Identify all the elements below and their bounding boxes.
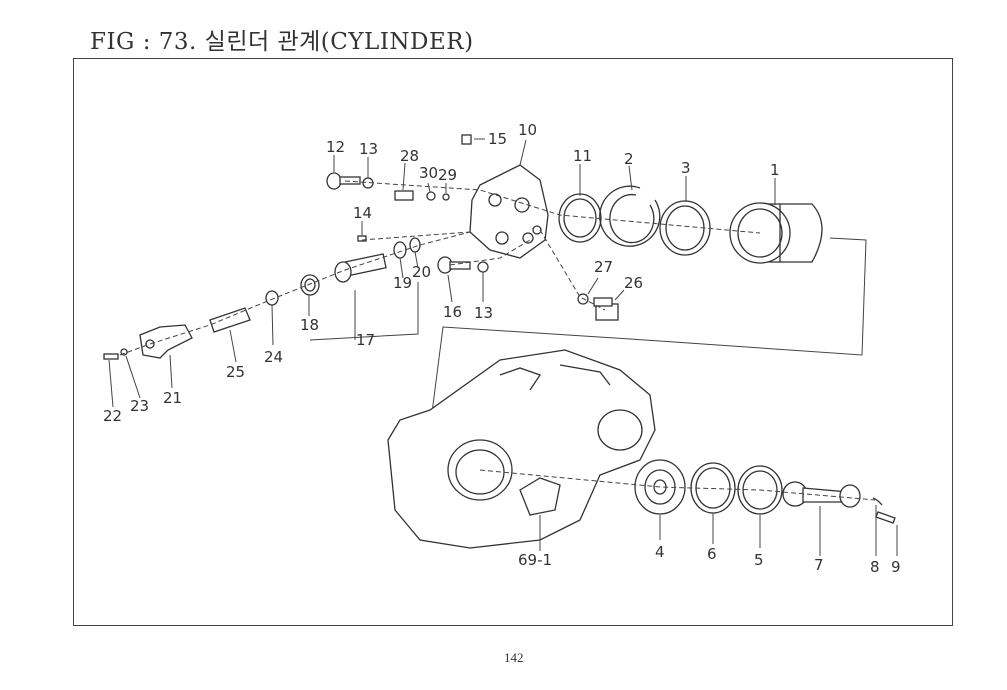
part-16-bolt <box>437 256 471 274</box>
callout-6: 6 <box>707 545 717 563</box>
callout-9: 9 <box>891 558 901 576</box>
part-27-o-ring <box>577 293 589 305</box>
callout-16: 16 <box>443 303 462 321</box>
callout-5: 5 <box>754 551 764 569</box>
page-title: FIG : 73. 실린더 관계(CYLINDER) <box>90 29 474 55</box>
part-11-ring <box>558 193 602 243</box>
callout-20: 20 <box>412 263 431 281</box>
callout-27: 27 <box>594 258 613 276</box>
part-10-cover-plate <box>469 164 549 259</box>
part-69-1-body <box>387 349 656 549</box>
callout-21: 21 <box>163 389 182 407</box>
part-26-plug <box>593 297 619 321</box>
diagram-frame <box>73 58 953 626</box>
callout-8: 8 <box>870 558 880 576</box>
callout-24: 24 <box>264 348 283 366</box>
callout-28: 28 <box>400 147 419 165</box>
callout-11: 11 <box>573 147 592 165</box>
callout-22: 22 <box>103 407 122 425</box>
callout-15: 15 <box>488 130 507 148</box>
callout-13-upper: 13 <box>359 140 378 158</box>
part-20-ring <box>409 237 421 253</box>
callout-18: 18 <box>300 316 319 334</box>
callout-69-1: 69-1 <box>518 551 552 569</box>
connector-line <box>427 237 867 445</box>
callout-14: 14 <box>353 204 372 222</box>
callout-23: 23 <box>130 397 149 415</box>
part-30-washer <box>426 191 436 201</box>
callout-12: 12 <box>326 138 345 156</box>
part-7-piston-rod <box>782 481 861 508</box>
callout-29: 29 <box>438 166 457 184</box>
callout-3: 3 <box>681 159 691 177</box>
callout-4: 4 <box>655 543 665 561</box>
part-23-washer <box>120 348 128 356</box>
part-29-o-ring <box>442 193 450 201</box>
callout-26: 26 <box>624 274 643 292</box>
part-13-washer <box>477 261 489 273</box>
callout-1: 1 <box>770 161 780 179</box>
part-19-ring <box>393 241 407 259</box>
part-1-cylinder <box>729 202 823 264</box>
part-28-fitting <box>394 190 414 201</box>
callout-7: 7 <box>814 556 824 574</box>
part-17-valve <box>334 253 387 283</box>
part-15-nut <box>461 134 472 145</box>
page-number: 142 <box>504 650 524 665</box>
callout-10: 10 <box>518 121 537 139</box>
part-21-fitting <box>139 324 193 359</box>
callout-17: 17 <box>356 331 375 349</box>
part-9-clip <box>875 511 896 524</box>
part-12-bolt <box>326 172 361 190</box>
part-22-screw <box>103 353 119 360</box>
part-2-snap-ring <box>599 185 661 247</box>
part-24-nut <box>265 290 279 306</box>
part-25-rod <box>209 307 251 333</box>
callout-19: 19 <box>393 274 412 292</box>
callout-25: 25 <box>226 363 245 381</box>
callout-13-lower: 13 <box>474 304 493 322</box>
callout-2: 2 <box>624 150 634 168</box>
part-5-ring <box>737 465 783 515</box>
callout-30: 30 <box>419 164 438 182</box>
part-8-pin <box>872 497 883 506</box>
part-18-nut <box>300 274 320 296</box>
